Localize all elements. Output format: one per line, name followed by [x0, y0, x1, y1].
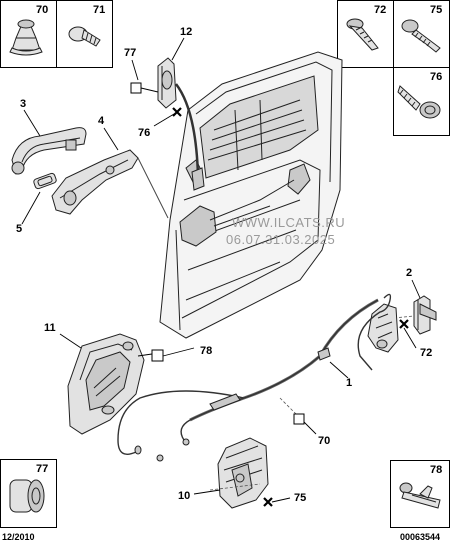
rivet-71-icon: [68, 26, 101, 47]
part-2-striker: [413, 295, 437, 335]
callout-76-box: 76: [430, 71, 442, 83]
grommet-77-icon: [9, 479, 45, 513]
watermark-site: WWW.ILCATS.RU: [232, 215, 345, 230]
callout-10: 10: [178, 490, 190, 502]
callout-71-box: 71: [93, 4, 105, 16]
rear-lock-assembly: [367, 303, 399, 353]
clip-70-icon: [9, 19, 43, 56]
screw-cross-76: [172, 107, 182, 117]
callout-77-box: 77: [36, 463, 48, 475]
screw-cross-75: [263, 497, 273, 507]
callout-70b: 70: [318, 435, 330, 447]
part-5-gasket: [33, 172, 57, 190]
sliding-door-panel: [159, 51, 343, 339]
callout-72b: 72: [420, 347, 432, 359]
callout-72-box: 72: [374, 4, 386, 16]
fastener-box-70-71: 70 71: [0, 0, 113, 68]
callout-11: 11: [44, 322, 56, 334]
fastener-box-72-75: 72 75: [337, 0, 450, 68]
callout-5: 5: [16, 223, 22, 235]
watermark-date: 06.07.31.03.2025: [226, 232, 335, 247]
footer-ref: 00063544: [400, 532, 440, 542]
fastener-box-77: 77: [0, 459, 57, 528]
rivet-78-icon: [399, 482, 441, 509]
fastener-box-78: 78: [390, 460, 450, 528]
callout-78a: 78: [200, 345, 212, 357]
callout-77a: 77: [124, 47, 136, 59]
callout-78-box: 78: [430, 464, 442, 476]
ref-square-70: [293, 413, 305, 425]
callout-70-box: 70: [36, 4, 48, 16]
part-12-bracket: [157, 57, 205, 191]
callout-76b: 76: [138, 127, 150, 139]
part-1-cable: [117, 293, 392, 462]
ref-square-78a: [151, 349, 164, 362]
callout-12: 12: [180, 26, 192, 38]
callout-75b: 75: [294, 492, 306, 504]
part-4-handle-bracket: [51, 149, 169, 219]
fastener-box-76: 76: [393, 67, 450, 136]
screw-cross-72: [399, 319, 409, 329]
screw-72-icon: [346, 18, 379, 51]
callout-1: 1: [346, 377, 352, 389]
callout-3: 3: [20, 98, 26, 110]
ref-square-77a: [130, 82, 142, 94]
callout-4: 4: [98, 115, 105, 127]
callout-2: 2: [406, 267, 412, 279]
part-3-outer-handle: [11, 127, 87, 175]
screw-75-icon: [401, 19, 441, 53]
footer-date: 12/2010: [2, 532, 35, 542]
part-10-front-lock: [209, 437, 269, 509]
part-11-inner-handle: [67, 333, 145, 435]
screw-76-icon: [397, 85, 441, 119]
callout-75-box: 75: [430, 4, 442, 16]
